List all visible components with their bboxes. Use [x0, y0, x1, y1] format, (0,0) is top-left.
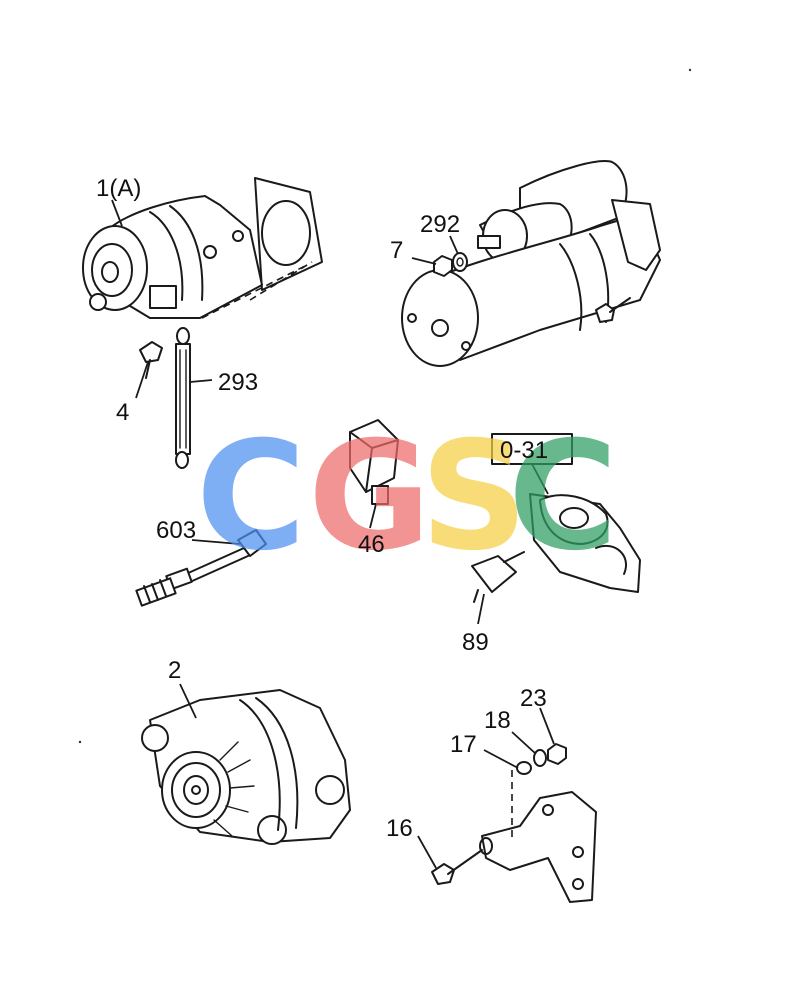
- starter-motor-b: [401, 160, 661, 367]
- washer-292: [452, 252, 468, 272]
- label-ref-box: 0-31: [500, 437, 548, 464]
- label-bolt-4: 4: [116, 399, 129, 426]
- cable-293: [175, 327, 191, 469]
- label-sensor-603: 603: [156, 517, 196, 544]
- watermark-letter-2: G: [308, 410, 431, 584]
- switch-89: [471, 551, 525, 603]
- label-switch-89: 89: [462, 629, 489, 656]
- bolt-4: [139, 341, 163, 379]
- relay-46: [349, 419, 399, 505]
- label-washer-292: 292: [420, 211, 460, 238]
- label-starter-a: 1(A): [96, 175, 141, 202]
- label-washer-18: 18: [484, 707, 511, 734]
- label-nut-7: 7: [390, 237, 403, 264]
- watermark-letter-1: C: [196, 410, 306, 584]
- washer-17: [516, 761, 532, 775]
- watermark-letter-4: C: [508, 410, 618, 584]
- watermark-letter-3: S: [420, 410, 528, 584]
- nut-7: [433, 255, 453, 277]
- part-labels: 1(A) 4 293 7 292 603 46 0-31 89 2 16 17 …: [96, 175, 548, 842]
- nut-23: [547, 743, 567, 765]
- washer-18: [533, 749, 547, 767]
- label-nut-23: 23: [520, 685, 547, 712]
- starter-motor-a: [82, 177, 323, 319]
- sensor-603: [135, 529, 267, 607]
- bolt-small-right: [595, 297, 631, 323]
- reference-box: [491, 433, 573, 495]
- label-cable-293: 293: [218, 369, 258, 396]
- watermark: C G S C: [196, 410, 618, 584]
- label-bolt-16: 16: [386, 815, 413, 842]
- stray-dot: [78, 740, 82, 744]
- mount-bracket-89: [529, 493, 641, 593]
- label-alternator-2: 2: [168, 657, 181, 684]
- stray-dot: [688, 68, 692, 72]
- label-washer-17: 17: [450, 731, 477, 758]
- leader-lines: [111, 199, 555, 869]
- alternator-2: [141, 689, 351, 845]
- alternator-bracket: [479, 770, 597, 903]
- label-relay-46: 46: [358, 531, 385, 558]
- bolt-16: [431, 849, 483, 885]
